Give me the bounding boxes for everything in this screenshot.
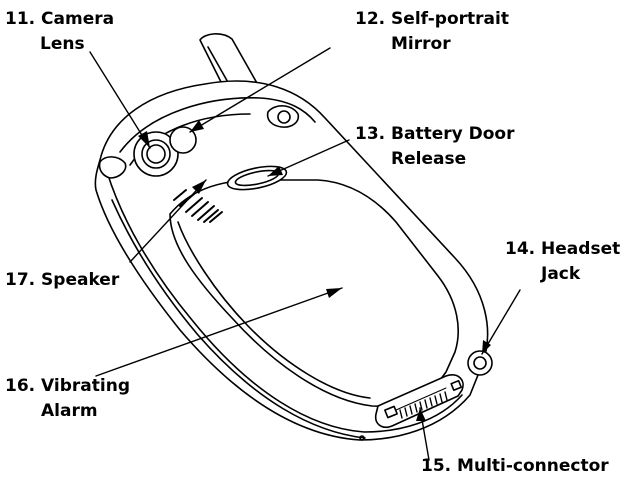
- label-camera-lens-number: 11.: [5, 9, 36, 29]
- label-battery-door-release: 13. Battery Door Release: [355, 122, 515, 172]
- label-battery-door-release-line2: Release: [391, 149, 467, 169]
- label-camera-lens-line2: Lens: [40, 34, 85, 54]
- label-vibrating-alarm-number: 16.: [5, 376, 36, 396]
- arrow-battery-door-release: [268, 166, 283, 176]
- label-camera-lens-line1: Camera: [41, 9, 115, 29]
- leader-self-portrait-mirror: [189, 47, 331, 133]
- label-battery-door-release-line1: Battery Door: [391, 124, 515, 144]
- label-self-portrait-mirror-line1: Self-portrait: [391, 9, 509, 29]
- label-headset-jack-line1: Headset: [541, 239, 621, 259]
- arrow-multi-connector: [416, 408, 426, 421]
- label-vibrating-alarm-line1: Vibrating: [41, 376, 130, 396]
- self-portrait-mirror-shape: [169, 126, 197, 154]
- label-multi-connector-line1: Multi-connector: [457, 456, 609, 476]
- label-vibrating-alarm-line2: Alarm: [41, 401, 98, 421]
- label-headset-jack-line2: Jack: [541, 264, 581, 284]
- arrow-headset-jack: [482, 340, 491, 354]
- label-headset-jack: 14. Headset Jack: [505, 237, 620, 287]
- label-speaker-line1: Speaker: [41, 270, 120, 290]
- battery-release-latch: [226, 165, 288, 191]
- label-battery-door-release-number: 13.: [355, 124, 386, 144]
- arrow-speaker: [192, 180, 206, 194]
- label-self-portrait-mirror-number: 12.: [355, 9, 386, 29]
- leader-camera-lens: [89, 51, 151, 149]
- battery-door: [169, 179, 459, 407]
- headset-jack-shape: [467, 350, 493, 376]
- label-multi-connector-number: 15.: [421, 456, 452, 476]
- arrow-vibrating-alarm: [326, 288, 342, 298]
- label-self-portrait-mirror-line2: Mirror: [391, 34, 451, 54]
- label-camera-lens: 11. Camera Lens: [5, 7, 114, 57]
- label-self-portrait-mirror: 12. Self-portrait Mirror: [355, 7, 509, 57]
- label-vibrating-alarm: 16. Vibrating Alarm: [5, 374, 130, 424]
- leader-speaker: [129, 179, 207, 263]
- leader-battery-door-release: [267, 139, 350, 177]
- speaker-grille: [173, 189, 223, 223]
- multi-connector-shape: [359, 374, 464, 441]
- arrow-camera-lens: [138, 131, 150, 148]
- label-speaker-number: 17.: [5, 270, 36, 290]
- leader-vibrating-alarm: [95, 287, 343, 377]
- arrow-self-portrait-mirror: [190, 120, 204, 132]
- arrowheads: [138, 120, 491, 421]
- label-speaker: 17. Speaker: [5, 268, 119, 293]
- label-headset-jack-number: 14.: [505, 239, 536, 259]
- label-multi-connector: 15. Multi-connector: [421, 454, 609, 479]
